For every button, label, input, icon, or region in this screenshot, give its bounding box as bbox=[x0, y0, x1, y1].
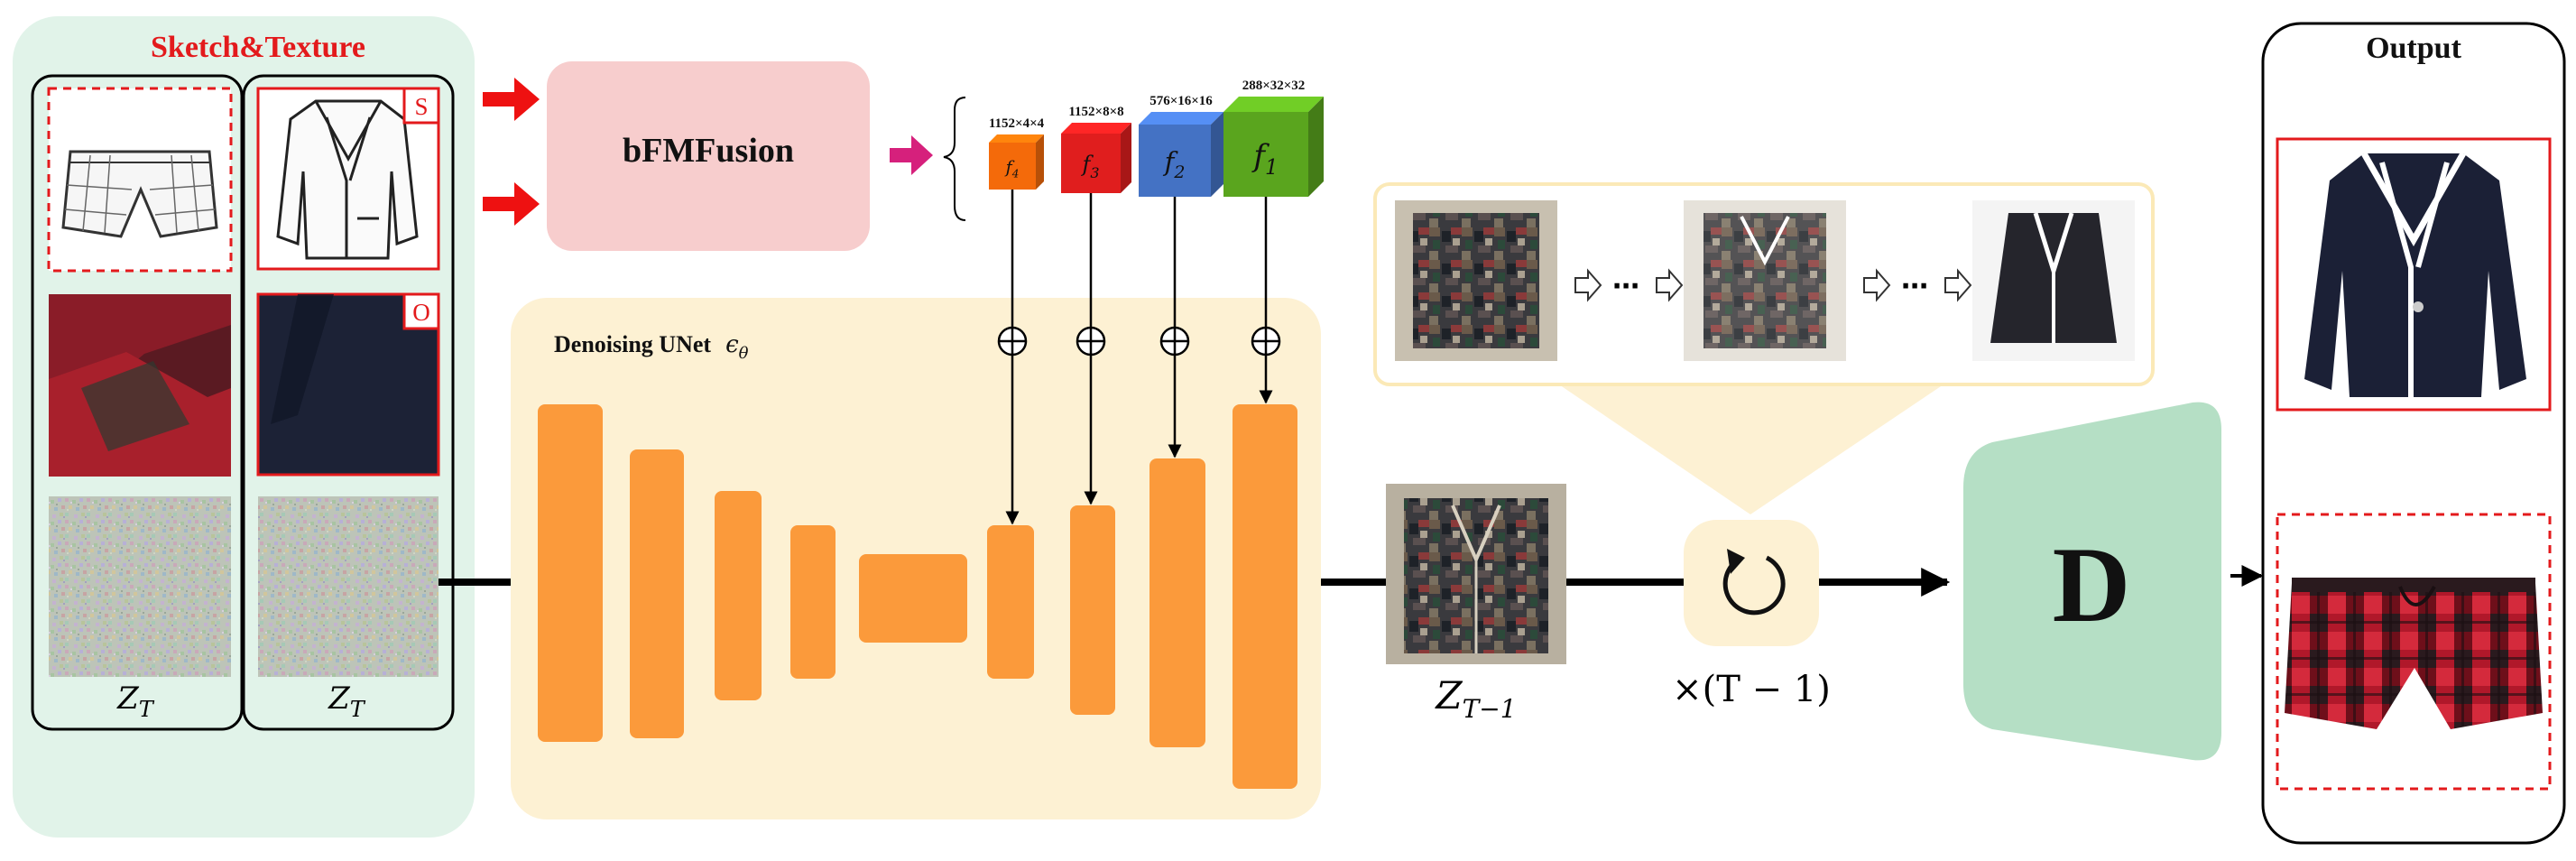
output-jacket-image bbox=[2276, 137, 2552, 412]
input-panel-title: Sketch&Texture bbox=[151, 31, 365, 64]
feature-dim-label: 576×16×16 bbox=[1150, 94, 1213, 108]
output-title: Output bbox=[2366, 32, 2461, 65]
latent-label: ZT−1 bbox=[1434, 673, 1516, 724]
input-to-fusion-arrows bbox=[483, 78, 540, 226]
texture-column-box bbox=[242, 74, 455, 731]
ellipsis-1: ⋯ bbox=[1612, 271, 1639, 302]
latent-label-left: ZT bbox=[116, 680, 155, 722]
noise-latent-left bbox=[49, 496, 231, 677]
sequence-image-3 bbox=[1972, 200, 2135, 361]
feature-dim-label: 1152×4×4 bbox=[989, 116, 1045, 131]
sequence-image-2 bbox=[1684, 200, 1846, 361]
decoder-label: D bbox=[2053, 524, 2131, 644]
unet-block-7 bbox=[1070, 505, 1115, 715]
unet-block-4 bbox=[790, 525, 836, 679]
sequence-funnel bbox=[1548, 377, 1954, 514]
sketch-column-box bbox=[31, 74, 244, 731]
feature-brace bbox=[943, 97, 966, 221]
jacket-sketch-image: S bbox=[256, 87, 440, 271]
fusion-output-arrow bbox=[890, 135, 933, 175]
red-texture-patch bbox=[49, 294, 231, 477]
injection-1 bbox=[997, 190, 1028, 525]
loop-label: ×(T − 1) bbox=[1672, 669, 1831, 710]
output-shorts-image bbox=[2276, 513, 2552, 791]
hollow-arrow-icon bbox=[1656, 268, 1684, 302]
feature-dim-label: 288×32×32 bbox=[1242, 79, 1306, 93]
texture-tag: O bbox=[412, 299, 430, 326]
injection-2 bbox=[1076, 193, 1106, 505]
unet-block-6 bbox=[987, 525, 1034, 679]
unet-block-5 bbox=[859, 554, 967, 643]
decoder-block bbox=[1963, 402, 2221, 761]
feature-injections bbox=[997, 190, 1281, 525]
hollow-arrow-icon bbox=[1944, 268, 1972, 302]
hollow-arrow-icon bbox=[1863, 268, 1891, 302]
feature-cube-label: f4 bbox=[1004, 157, 1020, 180]
feature-cube-1: f4 1152×4×4 bbox=[989, 116, 1045, 190]
unet-block-1 bbox=[538, 404, 603, 742]
feature-cubes: f4 1152×4×4 f31152×8×8f2576×16×16f1288×32×… bbox=[989, 79, 1324, 197]
fusion-block bbox=[547, 61, 870, 251]
latent-image bbox=[1386, 484, 1566, 664]
shorts-sketch-image bbox=[47, 87, 233, 273]
sketch-tag: S bbox=[414, 93, 428, 120]
sequence-image-1 bbox=[1395, 200, 1557, 361]
unet-blocks bbox=[538, 404, 1297, 789]
hollow-arrow-icon bbox=[1574, 268, 1602, 302]
unet-block-8 bbox=[1150, 458, 1205, 747]
feature-dim-label: 1152×8×8 bbox=[1068, 105, 1123, 119]
injection-3 bbox=[1159, 197, 1190, 458]
noise-latent-right bbox=[258, 496, 439, 677]
hollow-arrows bbox=[1574, 268, 1972, 302]
unet-block-2 bbox=[630, 449, 684, 738]
refresh-icon bbox=[1722, 549, 1786, 616]
fusion-label: bFMFusion bbox=[623, 132, 794, 170]
loop-node bbox=[1684, 520, 1819, 646]
unet-block-9 bbox=[1233, 404, 1297, 789]
navy-texture-patch: O bbox=[256, 292, 440, 477]
ellipsis-2: ⋯ bbox=[1901, 271, 1928, 302]
latent-label-right: ZT bbox=[328, 680, 366, 722]
injection-4 bbox=[1251, 197, 1281, 404]
unet-block-3 bbox=[715, 491, 762, 700]
